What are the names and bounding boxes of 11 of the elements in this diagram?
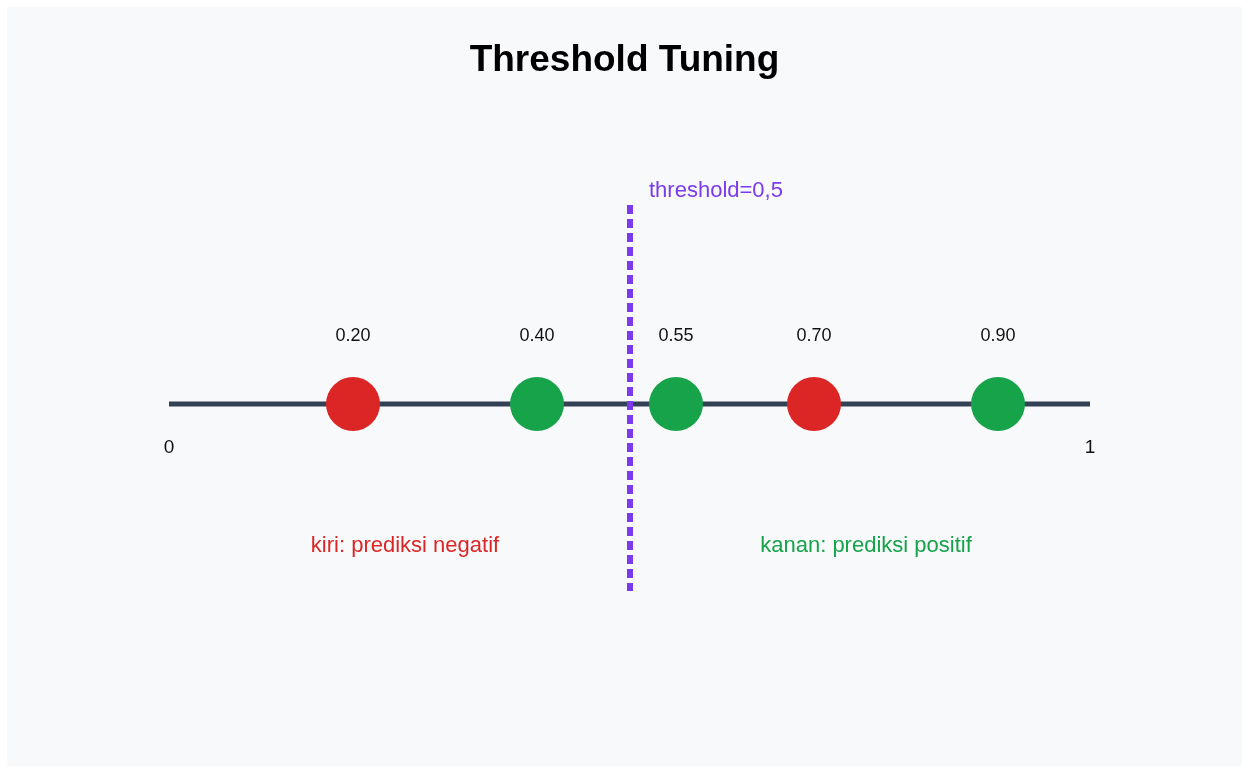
- region-label: kanan: prediksi positif: [759, 532, 973, 558]
- title: Threshold Tuning: [468, 38, 781, 80]
- value-label: 0.90: [979, 325, 1017, 346]
- tick-label: 1: [1083, 436, 1097, 458]
- value-label: 0.20: [334, 325, 372, 346]
- value-label: 0.40: [518, 325, 556, 346]
- tick-label: 0: [162, 436, 176, 458]
- value-label: 0.55: [657, 325, 695, 346]
- threshold-label: threshold=0,5: [649, 177, 783, 203]
- region-label: kiri: prediksi negatif: [309, 532, 501, 558]
- value-label: 0.70: [795, 325, 833, 346]
